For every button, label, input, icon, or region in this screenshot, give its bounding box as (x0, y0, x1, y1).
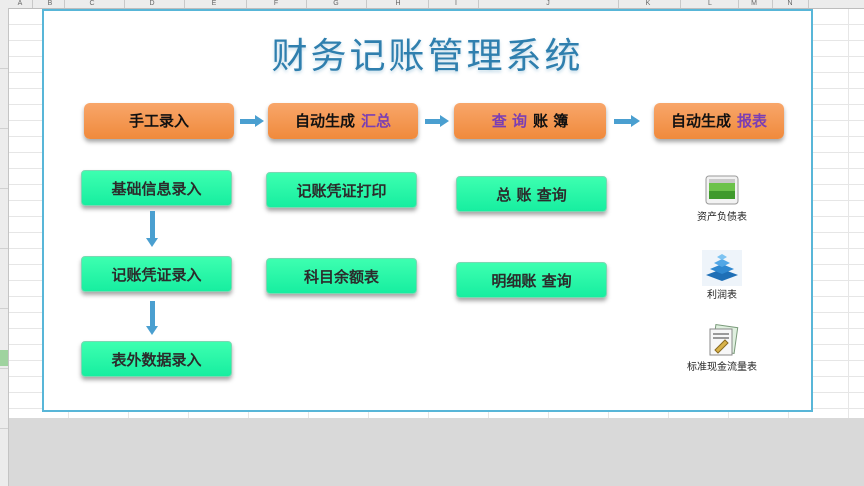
account-balance-button[interactable]: 科目余额表 (266, 258, 417, 294)
column-label-k[interactable]: K (645, 0, 651, 7)
cash-flow-report[interactable]: 标准现金流量表 (677, 323, 767, 373)
down-arrow-icon (146, 211, 158, 247)
column-label-d[interactable]: D (149, 0, 155, 7)
step-label: 手工录入 (128, 112, 189, 130)
off-balance-entry-button[interactable]: 表外数据录入 (81, 341, 232, 377)
voucher-print-button[interactable]: 记账凭证打印 (266, 172, 417, 208)
income-statement-icon (702, 250, 742, 286)
dashboard-panel: 财务记账管理系统 手工录入 自动生成汇总 查 询账 簿 自动生成报表 基础信息录… (42, 9, 813, 412)
column-label-n[interactable]: N (787, 0, 793, 7)
row-header-bar (0, 8, 9, 486)
column-label-i[interactable]: I (455, 0, 457, 7)
voucher-entry-button[interactable]: 记账凭证录入 (81, 256, 232, 292)
column-label-c[interactable]: C (89, 0, 95, 7)
general-ledger-query-button[interactable]: 总 账 查询 (456, 176, 607, 212)
column-label-a[interactable]: A (17, 0, 23, 7)
right-arrow-icon (425, 115, 449, 127)
cash-flow-icon (709, 324, 739, 356)
step-auto-reports[interactable]: 自动生成报表 (654, 103, 784, 139)
column-label-l[interactable]: L (708, 0, 712, 7)
column-label-j[interactable]: J (546, 0, 550, 7)
basic-info-entry-button[interactable]: 基础信息录入 (81, 170, 232, 206)
column-label-b[interactable]: B (47, 0, 53, 7)
worksheet-gray-area (9, 418, 864, 486)
column-label-h[interactable]: H (395, 0, 401, 7)
app-title: 财务记账管理系统 (271, 36, 584, 77)
step-highlight: 报表 (737, 112, 768, 130)
column-label-g[interactable]: G (333, 0, 339, 7)
step-query-ledger[interactable]: 查 询账 簿 (454, 103, 606, 139)
detail-ledger-query-button[interactable]: 明细账 查询 (456, 262, 607, 298)
right-arrow-icon (240, 115, 264, 127)
balance-sheet-report[interactable]: 资产负债表 (677, 171, 767, 223)
report-label: 利润表 (707, 290, 737, 301)
step-label: 账 簿 (533, 112, 569, 130)
report-label: 资产负债表 (697, 212, 747, 223)
column-label-f[interactable]: F (273, 0, 279, 7)
report-label: 标准现金流量表 (687, 362, 757, 373)
step-highlight: 查 询 (491, 112, 527, 130)
column-label-e[interactable]: E (211, 0, 217, 7)
selected-row-indicator (0, 350, 8, 366)
step-manual-entry[interactable]: 手工录入 (84, 103, 234, 139)
step-highlight: 汇总 (361, 112, 392, 130)
balance-sheet-icon (705, 175, 739, 205)
step-auto-summary[interactable]: 自动生成汇总 (268, 103, 418, 139)
column-label-m[interactable]: M (751, 0, 757, 7)
column-header-bar: A B C D E F G H I J K L M N (0, 0, 864, 9)
right-arrow-icon (614, 115, 640, 127)
step-label: 自动生成 (670, 112, 731, 130)
step-label: 自动生成 (294, 112, 355, 130)
income-statement-report[interactable]: 利润表 (677, 249, 767, 301)
down-arrow-icon (146, 301, 158, 335)
